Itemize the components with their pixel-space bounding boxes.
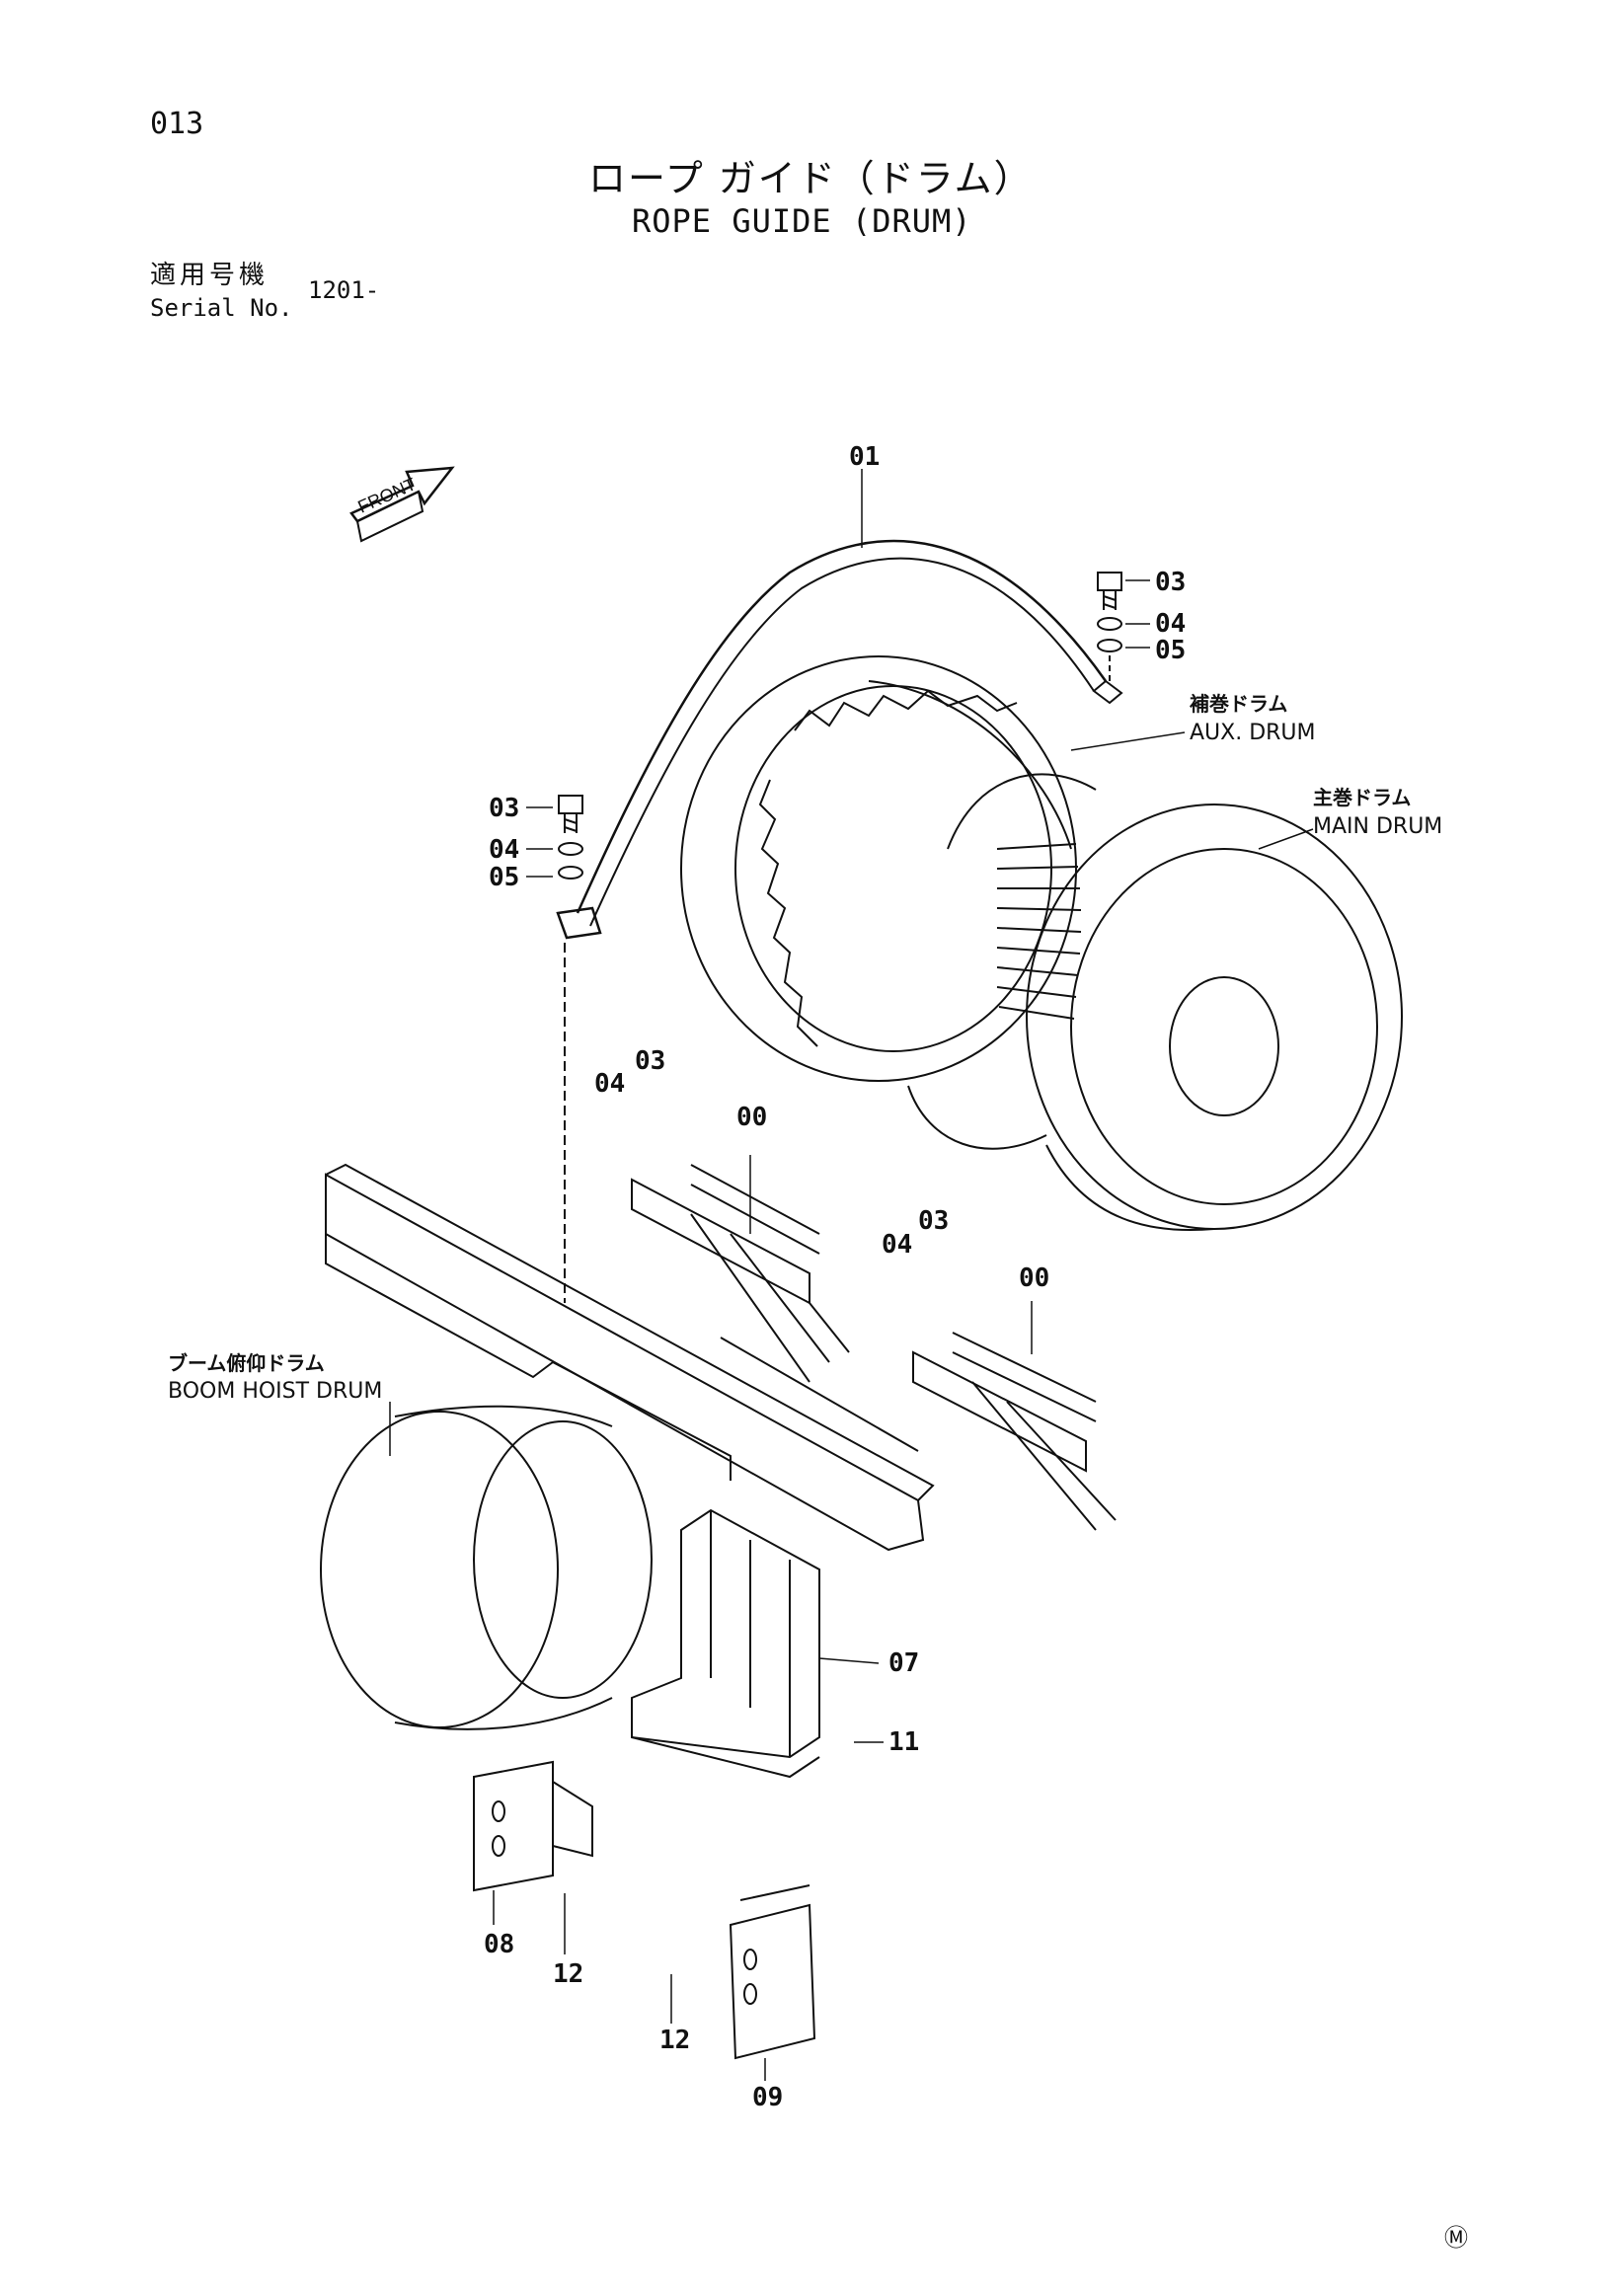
main-drum (908, 774, 1402, 1230)
aux-drum (681, 656, 1076, 1081)
front-label: FRONT (354, 474, 419, 516)
callout-12: 12 (659, 2026, 691, 2055)
callout-04: 04 (489, 835, 520, 865)
aux-drum-label: AUX. DRUM (1190, 721, 1316, 745)
callout-00: 00 (1019, 1263, 1050, 1293)
callout-04: 04 (1155, 609, 1187, 639)
bolt-set-left (559, 796, 582, 1303)
drum-support (632, 1510, 819, 1777)
footer-marker: Ⓜ (1444, 2224, 1468, 2252)
leader-lines (390, 469, 1313, 2081)
boom-hoist-drum-label: BOOM HOIST DRUM (168, 1379, 383, 1404)
callout-03: 03 (635, 1046, 666, 1076)
callout-03: 03 (489, 794, 520, 823)
callout-04: 04 (882, 1230, 913, 1260)
rope-guide-band (558, 541, 1121, 938)
callout-07: 07 (888, 1648, 920, 1678)
callout-12: 12 (553, 1959, 584, 1989)
guide-bracket-lower (913, 1333, 1116, 1530)
callout-00: 00 (736, 1103, 768, 1132)
callout-03: 03 (918, 1206, 950, 1236)
callout-04: 04 (594, 1069, 626, 1099)
callout-01: 01 (849, 442, 881, 472)
main-drum-label-japanese: 主巻ドラム (1313, 786, 1412, 809)
guide-bracket-upper (632, 1165, 849, 1382)
serial-value: 1201- (308, 276, 380, 304)
callout-08: 08 (484, 1930, 515, 1959)
main-drum-label: MAIN DRUM (1313, 814, 1443, 839)
callout-09: 09 (752, 2083, 784, 2112)
callout-11: 11 (888, 1727, 920, 1757)
bracket-plate-09 (731, 1885, 814, 2058)
bracket-plate-08 (474, 1762, 592, 1890)
boom-hoist-drum (321, 1407, 652, 1729)
callout-03: 03 (1155, 568, 1187, 597)
boom-hoist-drum-label-japanese: ブーム俯仰ドラム (168, 1351, 325, 1375)
aux-drum-label-japanese: 補巻ドラム (1190, 692, 1288, 716)
bolt-set-upper-right (1098, 573, 1121, 681)
page-title-japanese: ロープ ガイド（ドラム） (588, 157, 1034, 200)
page-number: 013 (150, 107, 204, 141)
callout-05: 05 (489, 863, 520, 892)
serial-label-japanese: 適用号機 (150, 261, 270, 290)
front-arrow-icon: FRONT (351, 468, 452, 541)
serial-label: Serial No. (150, 294, 293, 322)
page-title: ROPE GUIDE (DRUM) (632, 202, 972, 240)
frame-channel (326, 1165, 933, 1550)
callout-05: 05 (1155, 636, 1187, 665)
